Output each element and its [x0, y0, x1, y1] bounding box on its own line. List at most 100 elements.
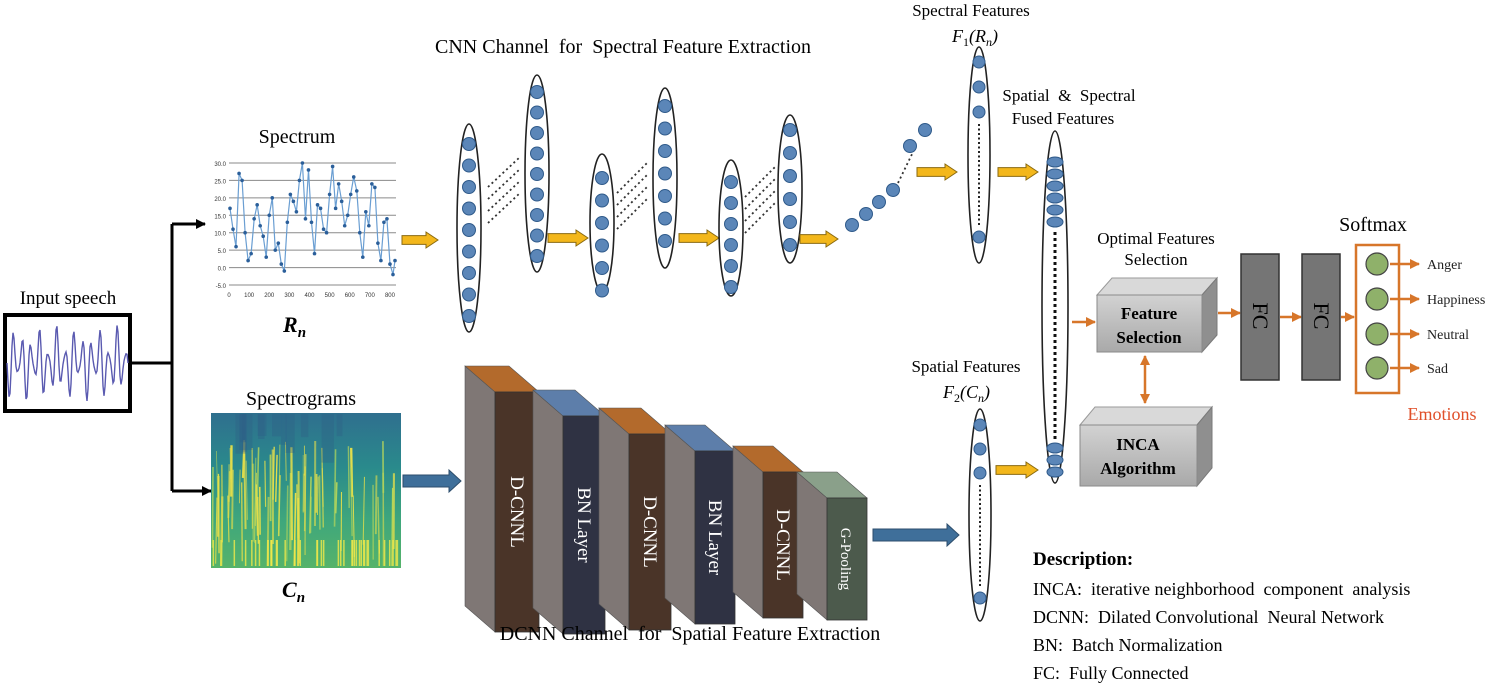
spectrum-point	[231, 227, 235, 232]
cnn-node	[783, 192, 797, 206]
spectrum-x-tick: 800	[385, 293, 396, 299]
fc-layer-1-label: FC	[1248, 303, 1273, 330]
cnn-node	[462, 180, 476, 194]
spectrum-x-tick: 700	[365, 293, 376, 299]
spectrum-point	[255, 203, 259, 207]
spectrogram-streak	[309, 476, 312, 534]
spectrogram-symbol: Cn	[282, 577, 305, 606]
spectrum-point	[279, 262, 284, 266]
cnn-node	[724, 238, 738, 252]
spectrum-point	[246, 258, 250, 263]
dcnn-layer-front	[562, 415, 606, 635]
spectrum-point	[258, 223, 262, 228]
spectrogram-streak	[278, 444, 281, 537]
spectrum-point	[300, 161, 305, 165]
spectrum-y-tick: 25.0	[214, 179, 226, 185]
inca-label-line2: Algorithm	[1100, 459, 1176, 478]
spectrum-point	[391, 272, 395, 277]
cnn-arrow	[401, 231, 439, 249]
spectrogram-shade	[285, 414, 295, 453]
cnn-node	[658, 99, 672, 113]
spectrum-y-tick: 0.0	[218, 267, 227, 273]
spectrum-y-tick: 10.0	[214, 232, 226, 238]
cnn-arrow	[678, 229, 720, 247]
inca-label-line1: INCA	[1116, 435, 1160, 454]
spectrum-point	[339, 199, 344, 204]
dcnn-layer-front	[494, 391, 540, 633]
cnn-node	[530, 249, 544, 263]
feature-selection-group: Optimal Features Selection Feature Selec…	[1072, 229, 1241, 488]
spectrogram-streak	[211, 467, 214, 548]
cnn-node	[724, 259, 738, 273]
dcnn-layer-dcnnl-3: D-CNNL	[732, 445, 804, 619]
spectrogram-streak	[217, 473, 220, 554]
flatten-node	[859, 207, 873, 221]
cnn-layers	[401, 46, 1069, 622]
spectrogram-streak	[297, 470, 301, 564]
fused-features-line2: Fused Features	[1012, 109, 1114, 128]
spectrum-point	[373, 185, 377, 190]
description-line: BN: Batch Normalization	[1033, 635, 1222, 655]
flatten-node	[903, 139, 917, 153]
spectrogram-streaks	[211, 414, 399, 567]
description-group: Description: INCA: iterative neighborhoo…	[1033, 549, 1410, 683]
spectrum-point	[312, 251, 317, 256]
spectrum-y-tick: -5.0	[216, 284, 227, 290]
spectrum-point	[370, 182, 374, 186]
dcnn-layer-gpooling: G-Pooling	[796, 471, 868, 621]
cnn-node	[658, 211, 672, 226]
spectrogram-shade	[300, 414, 309, 438]
spectrum-point	[348, 192, 353, 197]
spectrogram-streak	[362, 476, 366, 545]
spectrum-point	[309, 220, 314, 225]
spectrum-point	[376, 241, 380, 245]
fused-features-group: Spatial & Spectral Fused Features	[1002, 86, 1135, 128]
spectrogram-shade	[281, 414, 287, 445]
spectral-features-title: Spectral Features	[912, 1, 1030, 20]
spectrum-x-tick: 300	[284, 293, 295, 299]
cnn-node	[724, 217, 738, 231]
spectrogram-streak	[251, 463, 255, 542]
spectrum-point	[303, 216, 308, 221]
dcnn-layer-side	[532, 389, 564, 635]
spectrum-point	[336, 182, 341, 186]
softmax-neuron	[1365, 252, 1389, 276]
fc-layer-1	[1240, 253, 1280, 381]
spectrogram-streak	[227, 471, 231, 518]
feature-selection-box: Feature Selection	[1095, 276, 1219, 354]
input-speech-group: Input speech	[3, 288, 132, 413]
spectral-feature-vector	[967, 46, 991, 264]
cnn-connection	[744, 166, 776, 198]
cnn-node	[530, 208, 544, 222]
input-waveform	[6, 325, 129, 401]
spectrogram-streak	[245, 460, 248, 520]
cnn-node	[530, 167, 544, 181]
cnn-node	[783, 169, 797, 183]
cnn-connection	[744, 178, 776, 210]
spectrum-point	[330, 164, 335, 169]
fc-layer-2-label: FC	[1309, 303, 1334, 330]
spatial-feature-node	[973, 466, 987, 480]
cnn-node	[783, 123, 797, 137]
spectrum-point	[285, 220, 290, 225]
softmax-neuron	[1365, 322, 1389, 346]
cnn-channel-title: CNN Channel for Spectral Feature Extract…	[435, 36, 811, 58]
dcnn-layer-front	[826, 497, 868, 621]
fused-feature-node	[1046, 168, 1064, 180]
dcnn-layer-label: D-CNNL	[772, 509, 793, 581]
cnn-node	[462, 158, 476, 173]
spectrum-point	[364, 210, 368, 214]
input-speech-label: Input speech	[20, 288, 117, 309]
cnn-connection	[616, 198, 648, 230]
cnn-node	[530, 228, 544, 243]
spectrum-x-tick: 400	[304, 293, 315, 299]
spectrogram-streak	[334, 482, 338, 514]
dcnn-layer-side	[464, 365, 496, 633]
spectrogram-streak	[347, 446, 350, 508]
spatial-to-fused-arrow	[995, 461, 1039, 479]
spectrum-x-tick: 0	[227, 293, 231, 299]
spectrogram-streak	[215, 450, 219, 502]
dcnn-layer-side	[732, 445, 764, 619]
dcnn-layer-label: D-CNNL	[639, 496, 660, 568]
